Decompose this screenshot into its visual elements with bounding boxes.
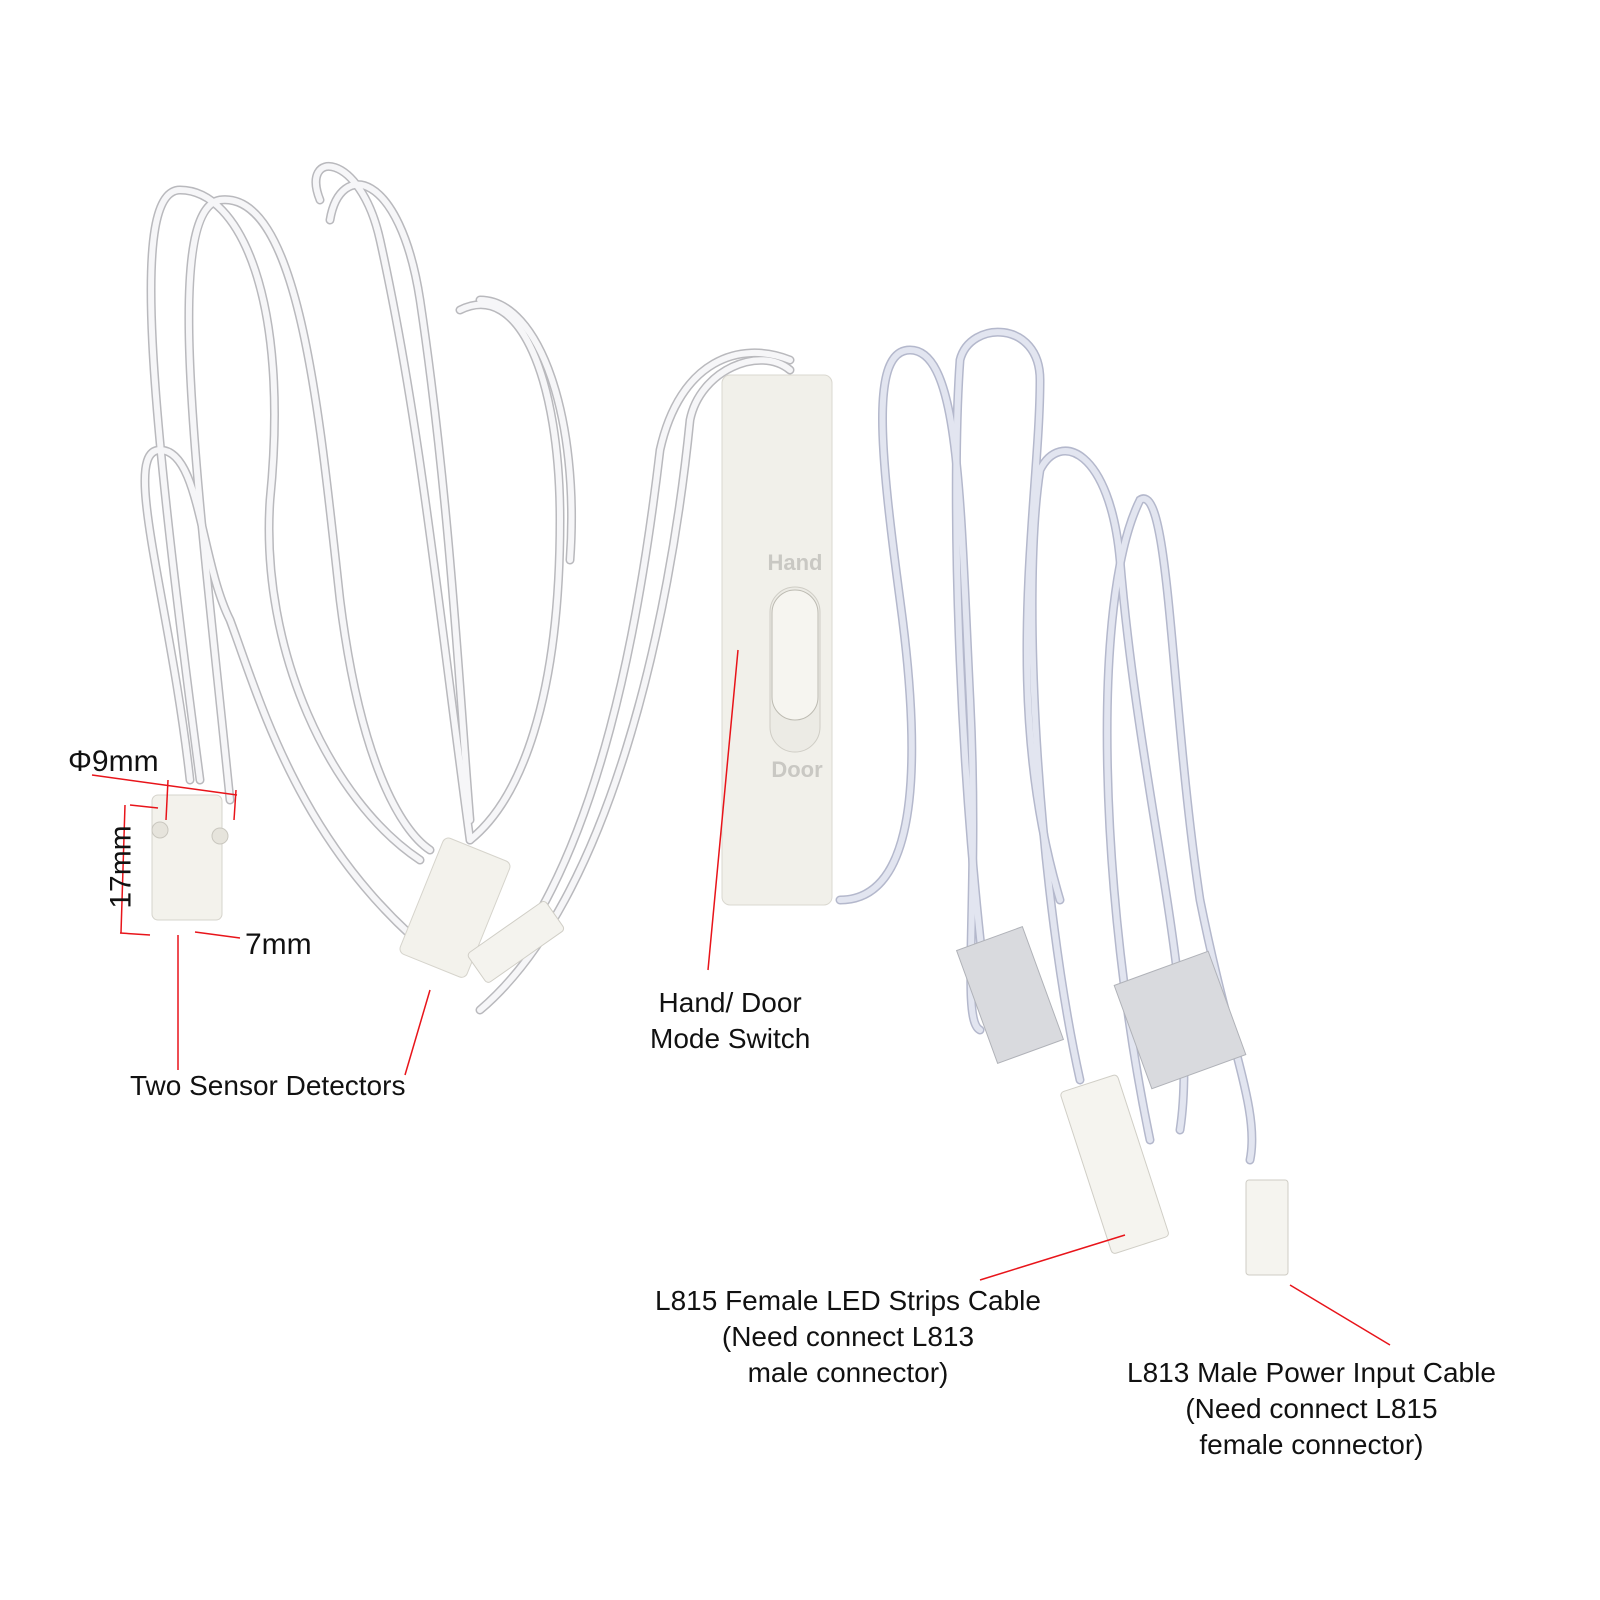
annotation-lines [91, 649, 1391, 1346]
dimension-diameter: Φ9mm [68, 745, 159, 778]
callout-sensors: Two Sensor Detectors [130, 1068, 405, 1104]
callout-line: (Need connect L815 [1185, 1393, 1438, 1424]
switch-hand-label: Hand [767, 550, 823, 575]
cable-joint [467, 901, 565, 983]
callout-line: female connector) [1199, 1429, 1424, 1460]
callout-switch: Hand/ Door Mode Switch [650, 985, 810, 1057]
callout-line: male connector) [747, 1357, 949, 1388]
callout-male-cable: L813 Male Power Input Cable (Need connec… [1127, 1355, 1496, 1463]
sensor-cables [140, 162, 795, 1015]
mode-switch-body [721, 374, 833, 906]
callout-line: (Need connect L813 [721, 1321, 975, 1352]
callout-female-cable: L815 Female LED Strips Cable (Need conne… [655, 1283, 1041, 1391]
sensor-detector-2 [399, 837, 511, 978]
callout-line: L815 Female LED Strips Cable [655, 1285, 1041, 1316]
callout-line: Hand/ Door [658, 987, 802, 1018]
callout-line: Mode Switch [650, 1023, 811, 1054]
switch-door-label: Door [771, 757, 823, 782]
label-tags [955, 926, 1247, 1090]
female-connector [1060, 1074, 1169, 1254]
sensor-detector-1 [151, 794, 229, 921]
callout-line: Two Sensor Detectors [130, 1070, 406, 1101]
dimension-depth: 7mm [245, 928, 312, 961]
male-connector [1245, 1179, 1289, 1276]
callout-line: L813 Male Power Input Cable [1127, 1357, 1496, 1388]
dimension-height: 17mm [104, 825, 138, 909]
